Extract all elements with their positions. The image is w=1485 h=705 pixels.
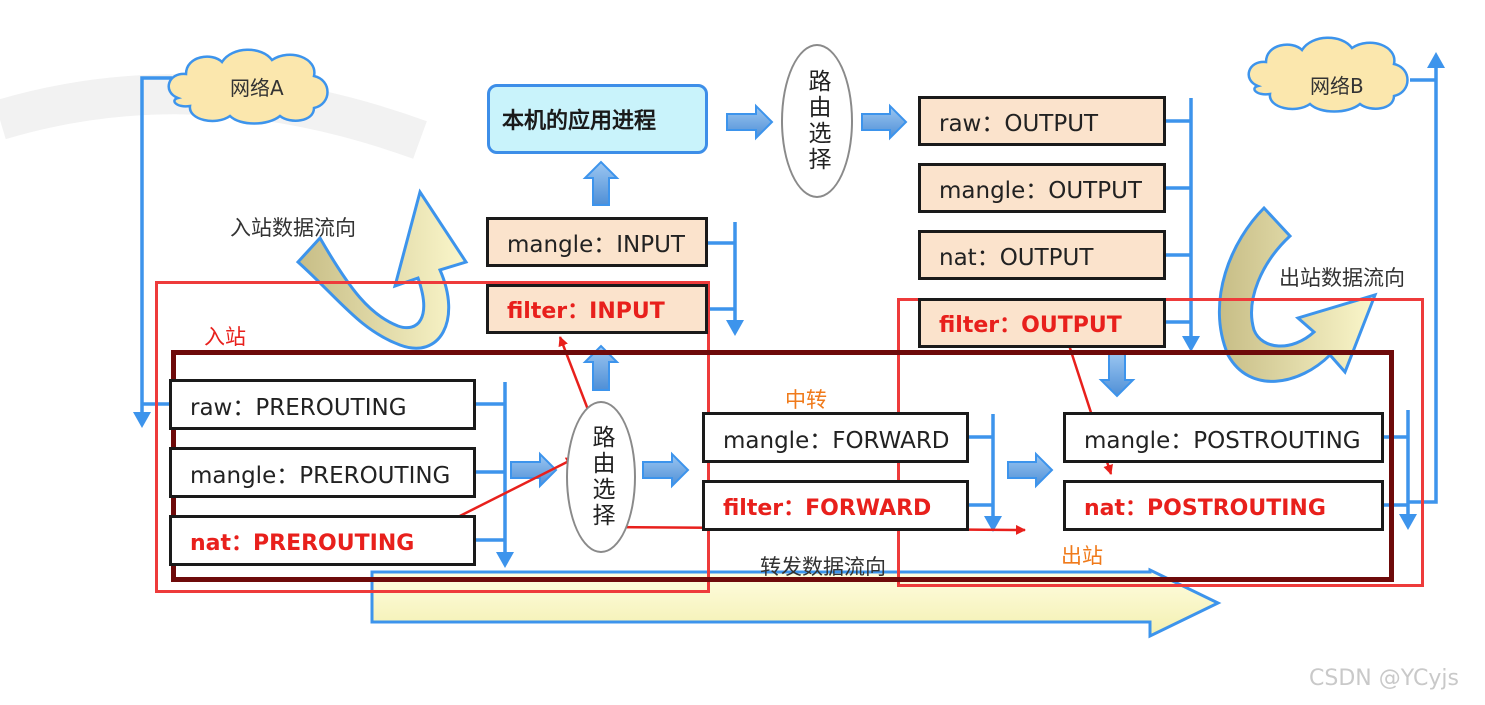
cloud-network-a: [167, 48, 329, 125]
filter-input-box: filter：INPUT: [486, 284, 708, 334]
forward-flow-label: 转发数据流向: [760, 555, 886, 579]
network-a-label: 网络A: [230, 76, 284, 100]
routing-decision-top-label: 路由选择: [804, 69, 830, 173]
fat-arrow-filter-output-to-postrouting: [1098, 351, 1136, 398]
inbound-flow-label: 入站数据流向: [230, 216, 356, 240]
network-b-label: 网络B: [1310, 74, 1364, 98]
forward-bracket-arrowhead: [984, 516, 1002, 532]
mangle-prerouting-box: mangle：PREROUTING: [169, 447, 476, 498]
cloud-network-b: [1247, 36, 1409, 113]
postrouting-bracket-arrowhead: [1399, 514, 1417, 530]
inbound-annotation: 入站: [204, 325, 246, 349]
fat-arrow-app-to-routing: [726, 103, 774, 141]
mangle-postrouting-box: mangle：POSTROUTING: [1063, 412, 1384, 463]
nat-output-box: nat：OUTPUT: [918, 230, 1166, 280]
output-bracket-arrowhead: [1182, 336, 1200, 352]
raw-output-box: raw：OUTPUT: [918, 96, 1166, 146]
nat-postrouting-box: nat：POSTROUTING: [1063, 480, 1384, 531]
input-bracket: [706, 222, 737, 326]
fat-arrow-prerouting-to-routing: [510, 451, 558, 489]
mangle-output-box: mangle：OUTPUT: [918, 163, 1166, 213]
outbound-flow-label: 出站数据流向: [1279, 266, 1405, 290]
prerouting-bracket-arrowhead: [496, 552, 514, 568]
routing-decision-bottom: 路由选择: [566, 401, 636, 553]
fat-arrow-routing-to-raw-output: [861, 103, 908, 141]
filter-output-box: filter：OUTPUT: [918, 298, 1166, 348]
network-a-line-arrowhead: [133, 412, 151, 428]
csdn-watermark: CSDN @YCyjs: [1309, 666, 1459, 691]
routing-decision-top: 路由选择: [781, 44, 853, 198]
routing-decision-bottom-label: 路由选择: [588, 425, 614, 529]
network-b-outbound-line: [1408, 62, 1438, 504]
fat-arrow-routing-to-forward: [642, 451, 690, 489]
nat-prerouting-box: nat：PREROUTING: [169, 515, 476, 566]
local-app-process-box: 本机的应用进程: [487, 84, 708, 154]
output-bracket: [1165, 98, 1193, 340]
raw-prerouting-box: raw：PREROUTING: [169, 379, 476, 430]
fat-arrow-forward-to-postrouting: [1007, 451, 1054, 489]
input-bracket-arrowhead: [726, 320, 744, 336]
mangle-input-box: mangle：INPUT: [486, 217, 708, 267]
outbound-flow-curve-arrow: [1217, 205, 1378, 383]
fat-arrow-mangle-input-to-app: [582, 160, 620, 206]
network-b-line-arrowhead: [1427, 52, 1445, 68]
transit-annotation: 中转: [785, 388, 827, 412]
network-a-inbound-line: [140, 76, 172, 420]
filter-forward-box: filter：FORWARD: [702, 480, 969, 531]
mangle-forward-box: mangle：FORWARD: [702, 412, 969, 463]
postrouting-bracket: [1383, 410, 1410, 518]
forward-bracket: [967, 414, 995, 520]
outbound-annotation: 出站: [1061, 544, 1103, 568]
prerouting-bracket: [474, 382, 507, 558]
inbound-flow-curve-arrow: [295, 188, 469, 350]
